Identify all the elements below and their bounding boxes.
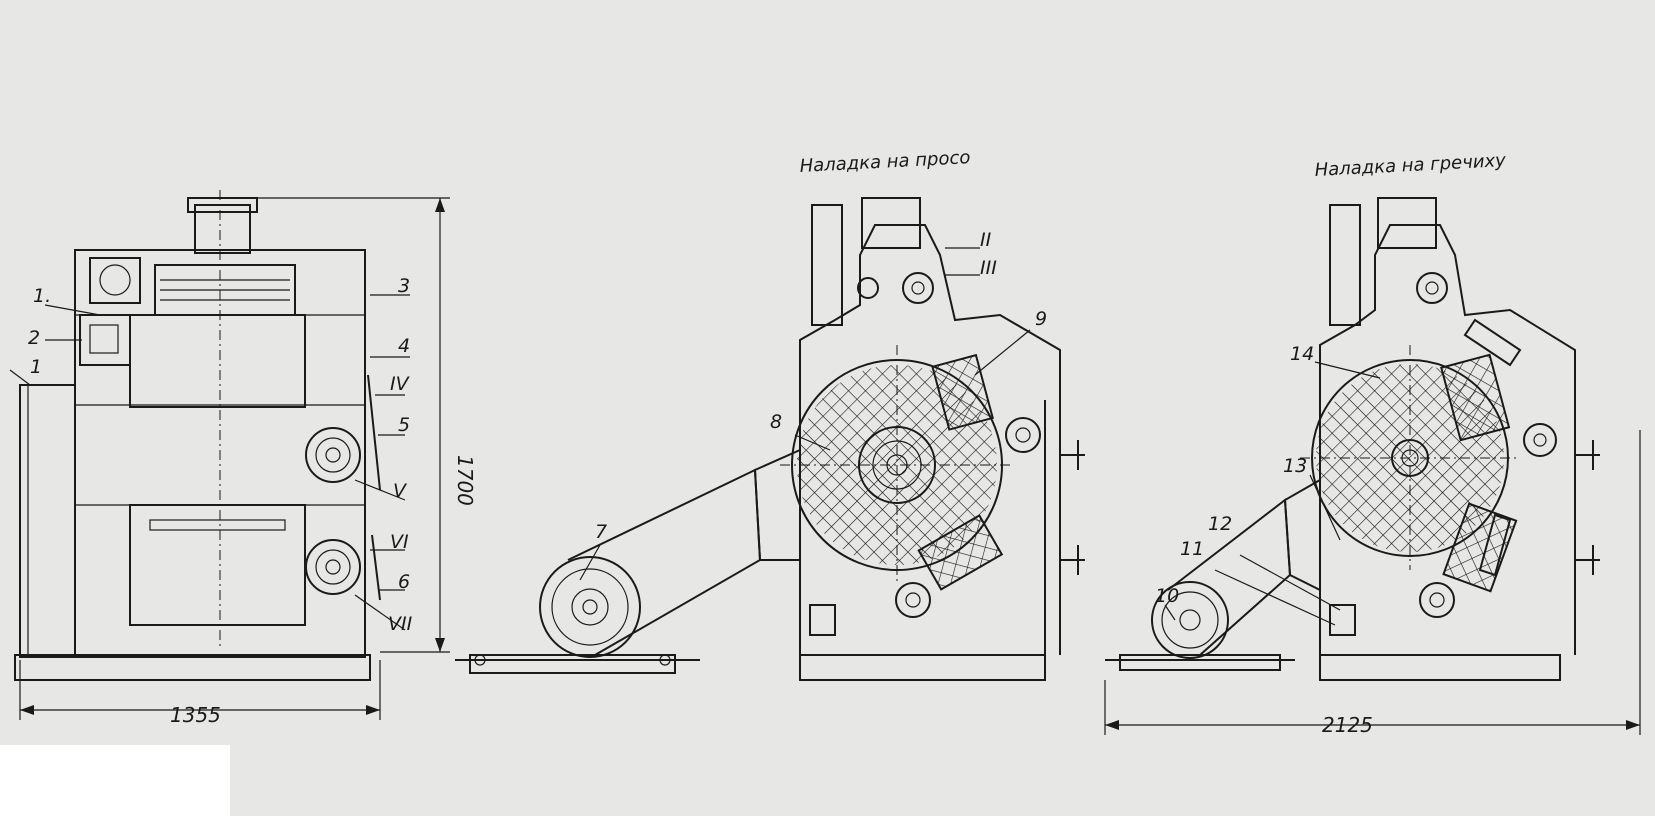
label-2: 2: [28, 327, 40, 349]
label-VI: VI: [390, 531, 409, 553]
paper-background-lower: [230, 745, 680, 816]
label-V: V: [393, 480, 408, 502]
label-6: 6: [398, 571, 410, 593]
length-dimension: [1104, 430, 1641, 735]
dimension-width-front: 1355: [170, 703, 221, 727]
label-14: 14: [1290, 343, 1314, 365]
motor-drive-millet: [455, 468, 762, 674]
side-view-buckwheat: [1283, 197, 1600, 681]
label-IV: IV: [390, 373, 411, 395]
label-1a: 1.: [33, 285, 51, 307]
side-view-millet: [753, 197, 1085, 681]
label-11: 11: [1180, 538, 1204, 560]
dimension-height: 1700: [453, 455, 477, 506]
label-8: 8: [770, 411, 782, 433]
label-13: 13: [1283, 455, 1307, 477]
front-view: [14, 190, 381, 681]
front-dimensions: [19, 197, 450, 720]
label-1b: 1: [30, 356, 42, 378]
label-III: III: [980, 257, 997, 279]
label-4: 4: [398, 335, 410, 357]
label-VII: VII: [388, 613, 413, 635]
label-3: 3: [398, 275, 410, 297]
dimension-length-side: 2125: [1322, 713, 1373, 737]
leader-lines: [9, 247, 1381, 631]
paper-background-lower-right: [680, 745, 1655, 816]
label-10: 10: [1155, 585, 1179, 607]
motor-drive-buckwheat: [1105, 498, 1295, 671]
label-12: 12: [1208, 513, 1232, 535]
label-5: 5: [398, 414, 410, 436]
label-II: II: [980, 229, 992, 251]
label-9: 9: [1035, 308, 1047, 330]
label-7: 7: [595, 521, 607, 543]
